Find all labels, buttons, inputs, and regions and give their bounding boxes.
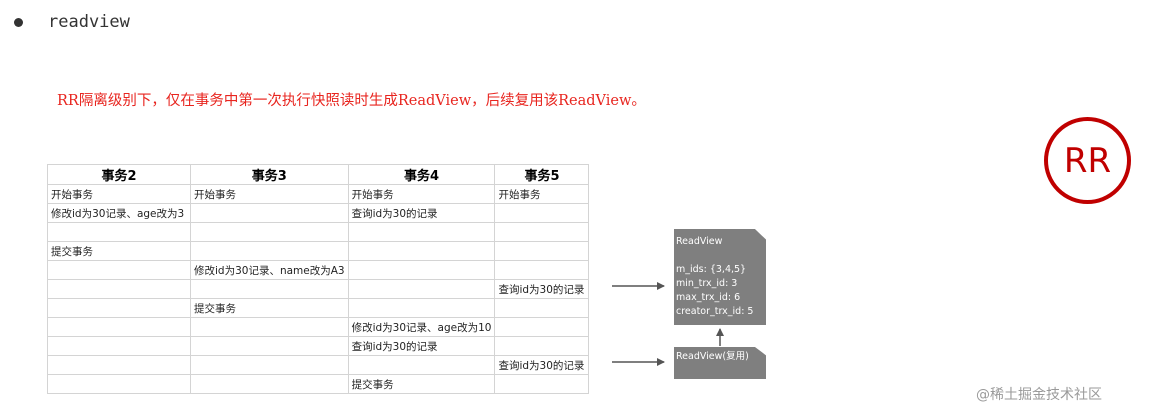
table-cell: 开始事务 (47, 184, 191, 204)
table-cell (190, 336, 349, 356)
readview-m-ids: m_ids: {3,4,5} (676, 264, 747, 275)
transaction-table: 事务2 事务3 事务4 事务5 开始事务开始事务开始事务开始事务 修改id为30… (47, 164, 590, 394)
table-cell (494, 222, 590, 242)
readview-box: ReadView m_ids: {3,4,5} min_trx_id: 3 ma… (674, 229, 766, 325)
rr-badge-label: RR (1063, 140, 1112, 181)
header-tx4: 事务4 (347, 164, 496, 185)
table-cell (494, 260, 590, 280)
table-cell (494, 241, 590, 261)
readview-creator-trx-id: creator_trx_id: 5 (676, 306, 754, 317)
table-row: 提交事务 (47, 241, 590, 261)
table-row: 修改id为30记录、name改为A3 (47, 260, 590, 280)
table-cell: 修改id为30记录、age改为10 (347, 317, 496, 337)
table-cell (347, 355, 496, 375)
table-cell: 开始事务 (190, 184, 349, 204)
table-cell (190, 222, 349, 242)
table-cell: 查询id为30的记录 (347, 203, 496, 223)
table-row: 查询id为30的记录 (47, 279, 590, 299)
table-cell (347, 279, 496, 299)
table-cell (47, 279, 191, 299)
table-row: 修改id为30记录、age改为10 (47, 317, 590, 337)
table-cell (347, 260, 496, 280)
table-cell (347, 222, 496, 242)
table-row: 提交事务 (47, 374, 590, 394)
readview-reuse-label: ReadView(复用) (676, 351, 749, 362)
table-cell (190, 279, 349, 299)
bullet-heading: readview (48, 12, 130, 32)
table-cell: 提交事务 (347, 374, 496, 394)
table-cell (190, 241, 349, 261)
table-cell (347, 241, 496, 261)
table-cell (494, 203, 590, 223)
table-cell: 开始事务 (347, 184, 496, 204)
table-cell (190, 203, 349, 223)
rr-note: RR隔离级别下，仅在事务中第一次执行快照读时生成ReadView，后续复用该Re… (57, 93, 646, 109)
readview-min-trx-id: min_trx_id: 3 (676, 278, 738, 289)
table-cell (347, 298, 496, 318)
readview-title: ReadView (676, 236, 723, 247)
table-cell (190, 317, 349, 337)
header-tx2: 事务2 (47, 164, 191, 185)
table-cell: 查询id为30的记录 (347, 336, 496, 356)
readview-max-trx-id: max_trx_id: 6 (676, 292, 741, 303)
table-cell (47, 222, 191, 242)
table-row: 查询id为30的记录 (47, 355, 590, 375)
table-cell: 修改id为30记录、age改为3 (47, 203, 191, 223)
table-cell (494, 317, 590, 337)
table-cell: 开始事务 (494, 184, 590, 204)
table-cell: 修改id为30记录、name改为A3 (190, 260, 349, 280)
table-cell: 查询id为30的记录 (494, 355, 590, 375)
table-cell (494, 298, 590, 318)
table-row: 查询id为30的记录 (47, 336, 590, 356)
table-cell (494, 374, 590, 394)
table-row: 开始事务开始事务开始事务开始事务 (47, 184, 590, 204)
readview-reuse-box: ReadView(复用) (674, 347, 766, 379)
watermark: @稀土掘金技术社区 (976, 387, 1102, 403)
table-cell (47, 298, 191, 318)
table-header-row: 事务2 事务3 事务4 事务5 (47, 164, 590, 185)
table-cell (190, 374, 349, 394)
table-cell: 查询id为30的记录 (494, 279, 590, 299)
table-cell (190, 355, 349, 375)
table-cell (47, 374, 191, 394)
table-row (47, 222, 590, 242)
table-cell (494, 336, 590, 356)
table-cell: 提交事务 (47, 241, 191, 261)
table-row: 修改id为30记录、age改为3 查询id为30的记录 (47, 203, 590, 223)
table-cell: 提交事务 (190, 298, 349, 318)
bullet-dot (14, 18, 23, 27)
rr-badge: RR (1044, 117, 1131, 204)
table-cell (47, 336, 191, 356)
table-cell (47, 317, 191, 337)
table-cell (47, 355, 191, 375)
table-row: 提交事务 (47, 298, 590, 318)
header-tx5: 事务5 (494, 164, 590, 185)
table-cell (47, 260, 191, 280)
header-tx3: 事务3 (190, 164, 349, 185)
